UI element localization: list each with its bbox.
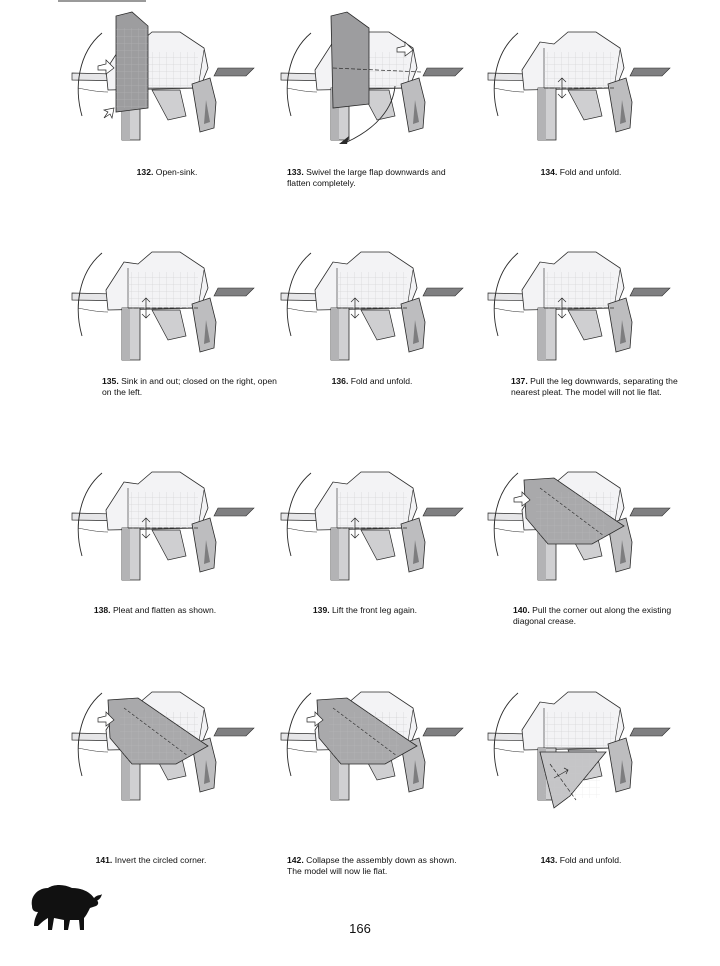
- step-text: Lift the front leg again.: [332, 605, 418, 615]
- step-text: Pull the leg downwards, separating the n…: [511, 376, 678, 397]
- origami-diagram: [487, 471, 671, 581]
- step-text: Swivel the large flap downwards and flat…: [287, 167, 446, 188]
- caption-step-143: 143. Fold and unfold.: [492, 855, 670, 866]
- step-number: 139.: [312, 605, 330, 615]
- step-text: Sink in and out; closed on the right, op…: [102, 376, 277, 397]
- bison-silhouette-icon: [31, 885, 102, 930]
- diagram-step-133: [277, 8, 487, 158]
- step-text: Collapse the assembly down as shown. The…: [287, 855, 457, 876]
- diagram-step-137: [484, 228, 694, 378]
- step-number: 138.: [93, 605, 111, 615]
- step-number: 133.: [287, 167, 304, 177]
- diagram-step-141: [68, 668, 278, 818]
- step-text: Fold and unfold.: [559, 855, 622, 865]
- caption-step-142: 142. Collapse the assembly down as shown…: [287, 855, 465, 877]
- caption-step-139: 139. Lift the front leg again.: [276, 605, 454, 616]
- diagram-step-138: [68, 448, 278, 598]
- step-number: 132.: [136, 167, 154, 177]
- diagram-step-142: [277, 668, 487, 818]
- step-number: 142.: [287, 855, 304, 865]
- step-text: Invert the circled corner.: [114, 855, 207, 865]
- caption-step-137: 137. Pull the leg downwards, separating …: [511, 376, 689, 398]
- origami-diagram: [280, 11, 464, 145]
- step-number: 140.: [513, 605, 530, 615]
- top-rule: [58, 0, 146, 2]
- diagram-step-143: [484, 668, 694, 818]
- origami-diagram: [71, 471, 255, 581]
- origami-diagram: [71, 691, 255, 801]
- step-number: 141.: [95, 855, 113, 865]
- origami-diagram: [280, 251, 464, 361]
- diagram-step-135: [68, 228, 278, 378]
- origami-diagram: [280, 471, 464, 581]
- diagram-step-134: [484, 8, 694, 158]
- caption-step-138: 138. Pleat and flatten as shown.: [66, 605, 244, 616]
- caption-step-133: 133. Swivel the large flap downwards and…: [287, 167, 465, 189]
- step-text: Pleat and flatten as shown.: [112, 605, 217, 615]
- diagram-step-136: [277, 228, 487, 378]
- caption-step-135: 135. Sink in and out; closed on the righ…: [102, 376, 280, 398]
- page-number: 166: [349, 921, 371, 936]
- step-number: 137.: [511, 376, 528, 386]
- diagram-step-139: [277, 448, 487, 598]
- step-number: 143.: [540, 855, 558, 865]
- step-text: Fold and unfold.: [559, 167, 622, 177]
- caption-step-134: 134. Fold and unfold.: [492, 167, 670, 178]
- step-text: Open-sink.: [155, 167, 198, 177]
- step-text: Pull the corner out along the existing d…: [513, 605, 672, 626]
- origami-diagram: [487, 251, 671, 361]
- caption-step-140: 140. Pull the corner out along the exist…: [513, 605, 691, 627]
- diagram-step-132: [68, 8, 278, 158]
- step-number: 134.: [540, 167, 558, 177]
- caption-step-132: 132. Open-sink.: [78, 167, 256, 178]
- step-number: 136.: [331, 376, 349, 386]
- caption-step-136: 136. Fold and unfold.: [283, 376, 461, 387]
- origami-diagram: [280, 691, 464, 801]
- origami-diagram: [71, 11, 255, 141]
- origami-diagram: [487, 31, 671, 141]
- origami-diagram: [487, 691, 671, 809]
- origami-diagram: [71, 251, 255, 361]
- step-number: 135.: [102, 376, 119, 386]
- caption-step-141: 141. Invert the circled corner.: [62, 855, 240, 866]
- diagram-step-140: [484, 448, 694, 598]
- step-text: Fold and unfold.: [350, 376, 413, 386]
